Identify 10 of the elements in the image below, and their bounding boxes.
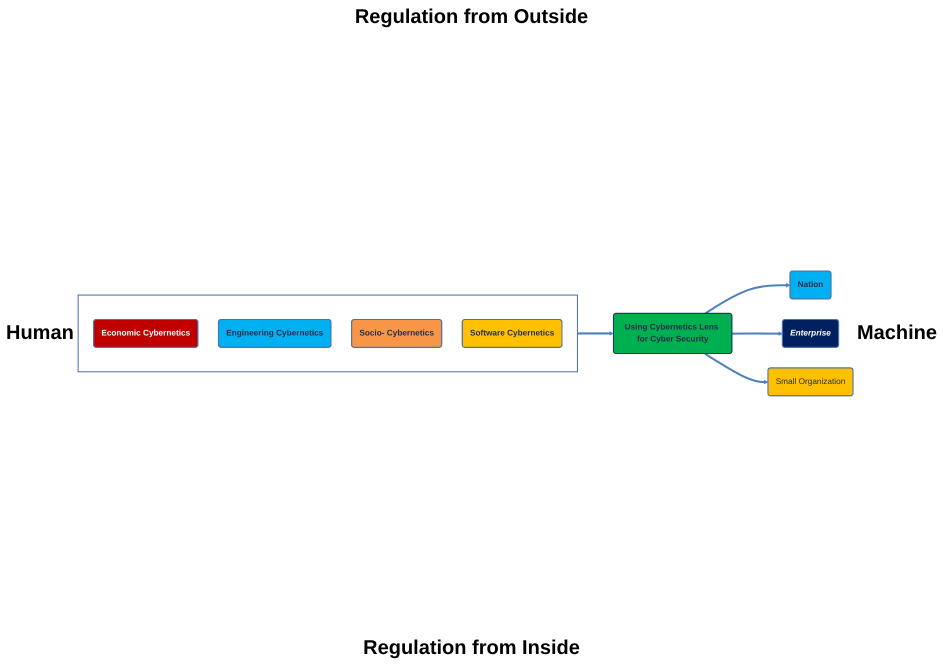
cluster [77,294,578,372]
axis-label: Regulation from Outside [354,6,588,29]
arrow [704,352,768,384]
axis-label: Human [6,322,74,344]
arrow [704,282,790,314]
axis-label: Machine [856,322,937,344]
axis-label: Regulation from Inside [363,637,580,660]
arrow [577,330,614,336]
flowchart: Economic Cybernetics Engineering Cybernetics Socio- Cybernetics Software Cybernetics Using Cybernetics Lens for Cyber Security Nation Enterprise Small Organization [74,266,857,400]
arrow [732,330,783,336]
